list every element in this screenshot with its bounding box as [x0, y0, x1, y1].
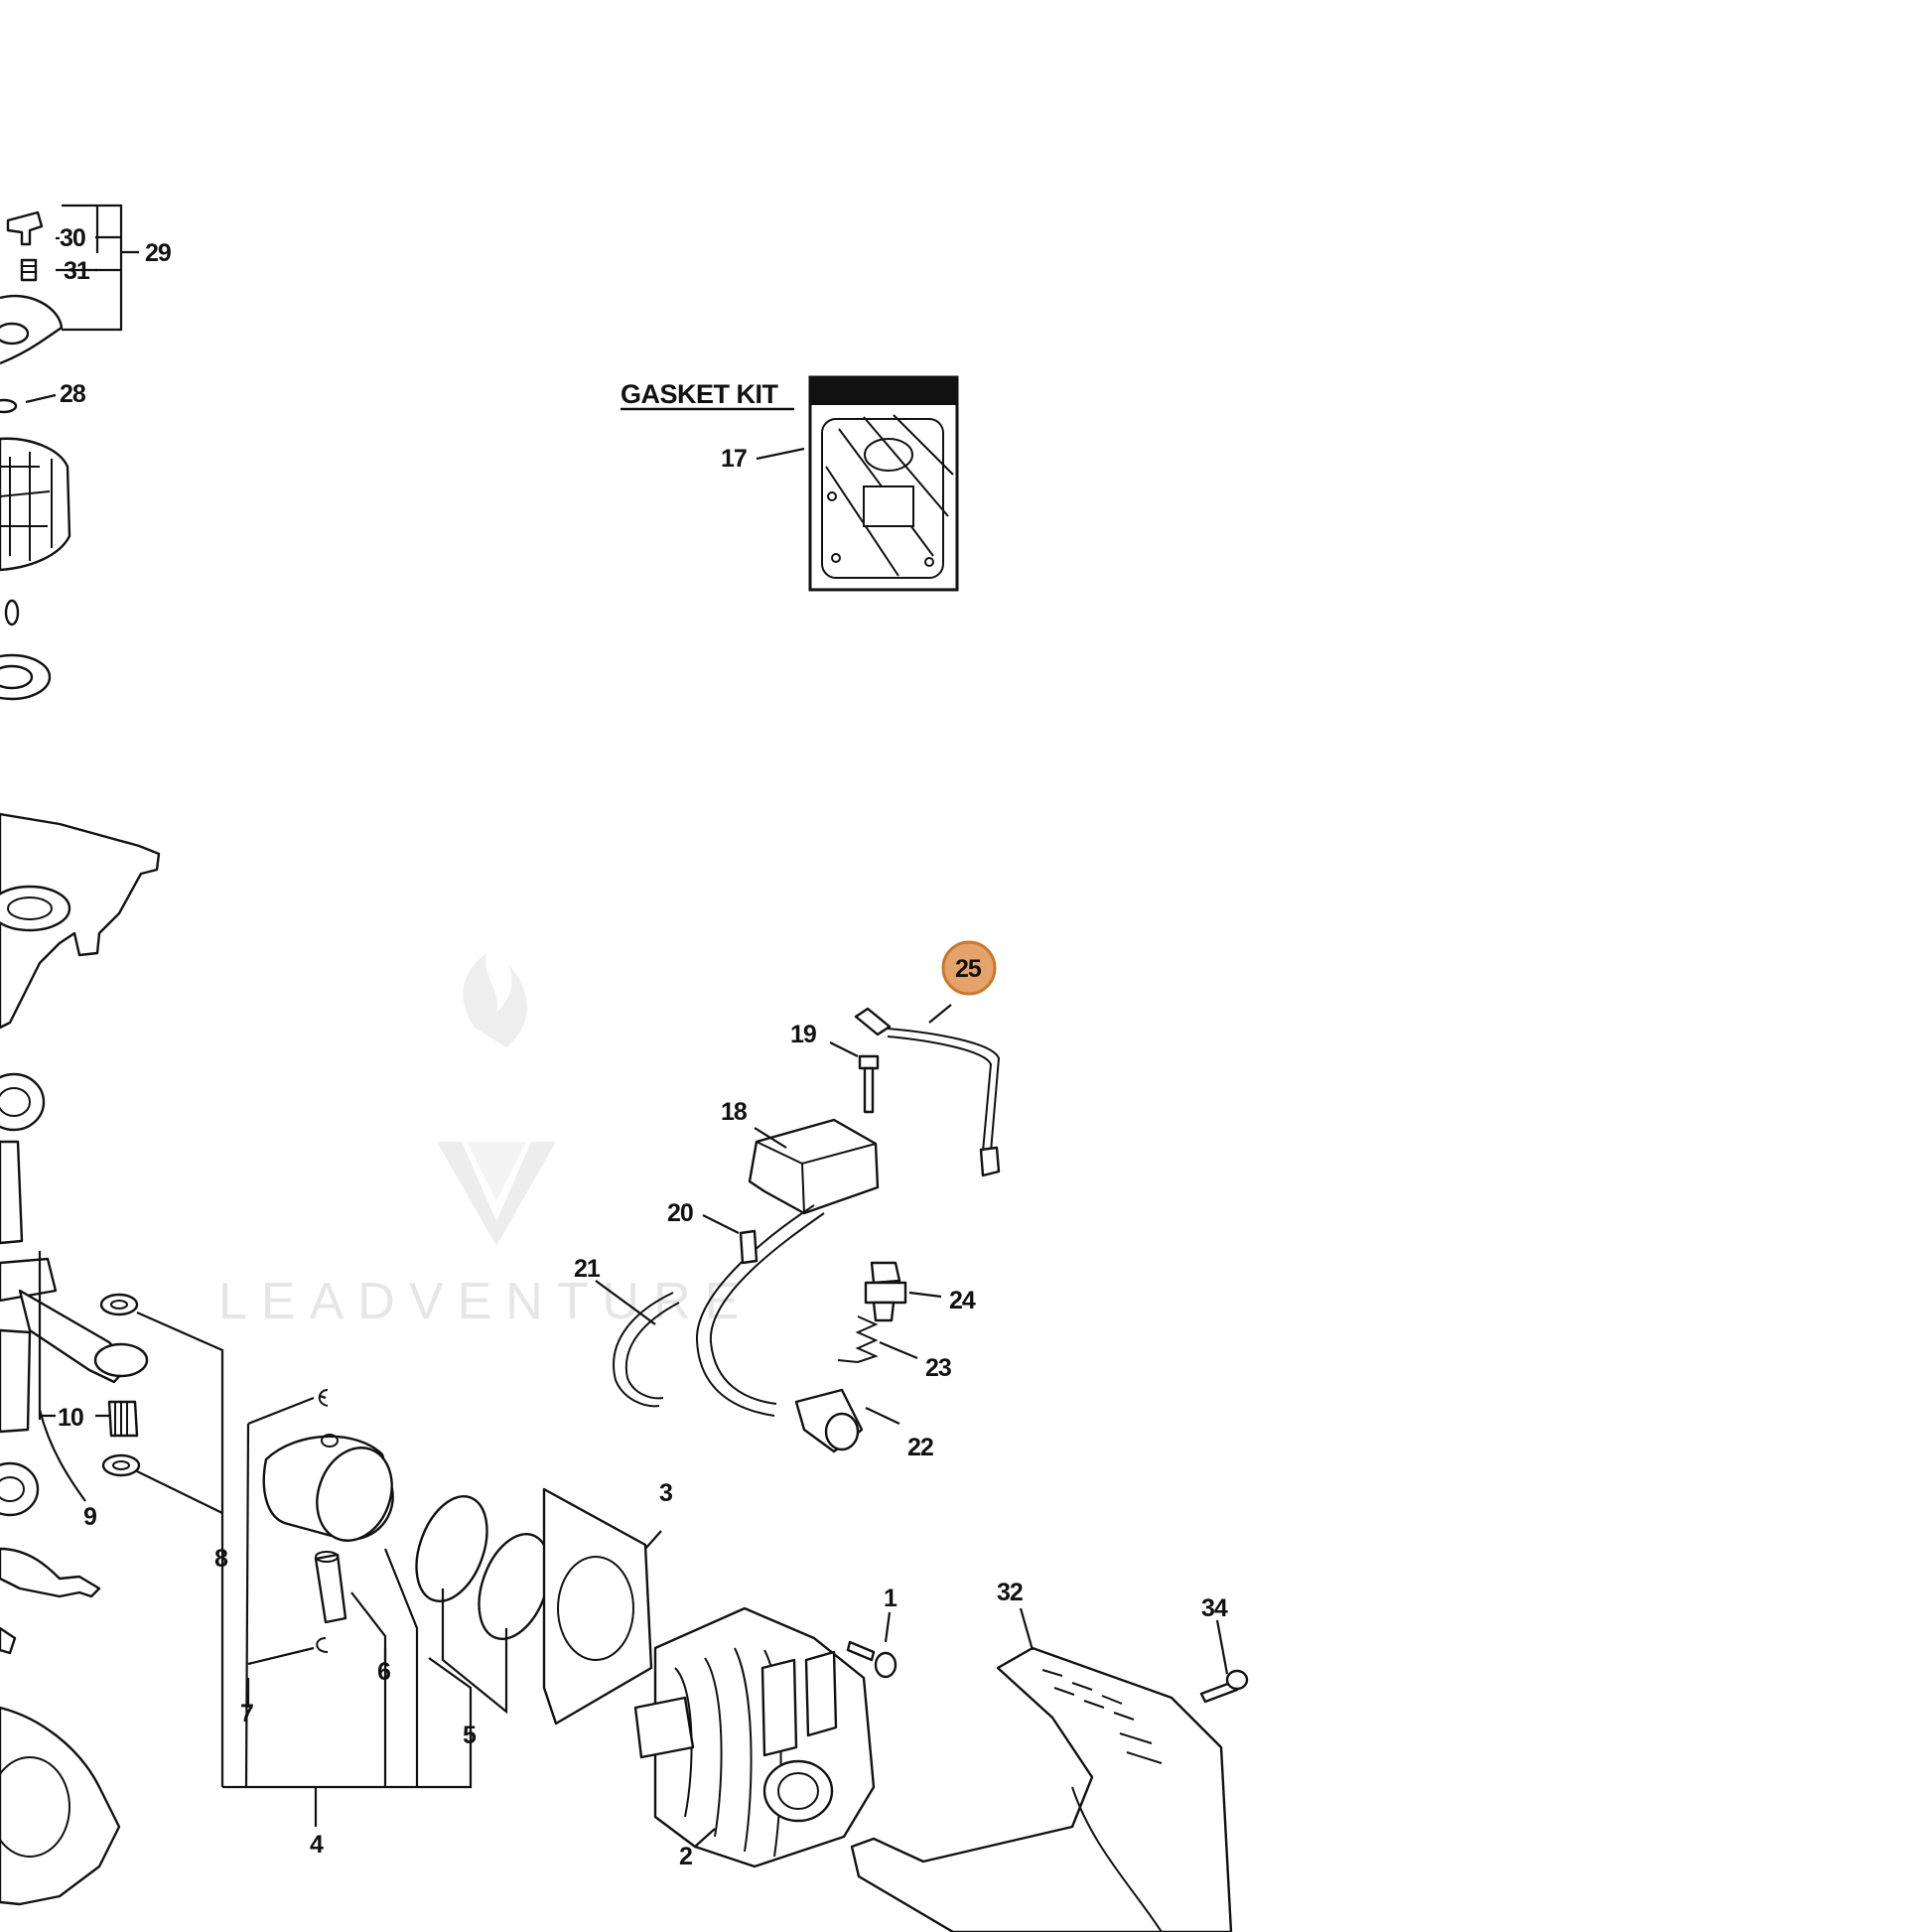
callout-24[interactable]: 24 [949, 1287, 977, 1314]
cylinder-drawing [633, 1606, 876, 1868]
callout-10[interactable]: 10 [58, 1404, 84, 1432]
callout-22[interactable]: 22 [907, 1434, 934, 1461]
spring-23-drawing [837, 1315, 879, 1363]
callout-31[interactable]: 31 [64, 257, 91, 285]
screw-1-drawing [846, 1640, 897, 1679]
cylinder-gasket-drawing [542, 1487, 653, 1725]
callout-21[interactable]: 21 [574, 1255, 602, 1283]
callout-1[interactable]: 1 [884, 1585, 898, 1612]
callout-32[interactable]: 32 [997, 1579, 1024, 1606]
callout-4[interactable]: 4 [310, 1831, 325, 1859]
callout-30[interactable]: 30 [60, 224, 86, 252]
callout-28[interactable]: 28 [60, 380, 87, 408]
clip-20-drawing [739, 1229, 759, 1265]
crankshaft-drawing [0, 1072, 149, 1517]
callout-23[interactable]: 23 [925, 1354, 952, 1382]
hose-21-drawing [613, 1292, 680, 1408]
callout-19[interactable]: 19 [790, 1021, 817, 1048]
callout-17[interactable]: 17 [721, 445, 748, 473]
callout-20[interactable]: 20 [667, 1199, 694, 1227]
crankcase-drawing [0, 812, 161, 1030]
watermark-text: LEADVENTURE [218, 1273, 753, 1330]
screw-34-drawing [1199, 1669, 1249, 1704]
highlight-marker-25[interactable] [941, 940, 997, 996]
starter-assembly-drawing [0, 210, 64, 414]
leader-lines [25, 235, 1229, 1848]
gasket-kit-illustration [821, 414, 954, 579]
callout-29[interactable]: 29 [145, 239, 172, 267]
callout-5[interactable]: 5 [463, 1722, 478, 1749]
piston-drawing [262, 1389, 551, 1653]
cap-22-drawing [794, 1388, 864, 1453]
callout-18[interactable]: 18 [721, 1098, 749, 1126]
lower-case-drawing [0, 1547, 121, 1906]
screw-19-drawing [858, 1054, 880, 1114]
gasket-kit-box [808, 375, 959, 592]
gasket-kit-label: GASKET KIT [621, 379, 779, 409]
fan-wheel-drawing [0, 437, 71, 701]
plug-24-drawing [864, 1261, 907, 1322]
callout-34[interactable]: 34 [1201, 1594, 1229, 1622]
callout-6[interactable]: 6 [377, 1658, 391, 1686]
leader-29 [62, 204, 139, 332]
callout-25[interactable]: 25 [955, 955, 983, 983]
callout-2[interactable]: 2 [679, 1843, 693, 1870]
washers-drawing [99, 1293, 141, 1477]
callout-3[interactable]: 3 [659, 1479, 673, 1507]
ignition-wire-25-drawing [854, 1007, 1001, 1177]
callout-7[interactable]: 7 [240, 1700, 254, 1727]
callout-8[interactable]: 8 [214, 1545, 229, 1573]
callout-9[interactable]: 9 [83, 1503, 97, 1531]
muffler-cover-drawing [850, 1646, 1233, 1932]
ignition-coil-drawing [695, 1118, 880, 1417]
watermark-logo [437, 953, 556, 1246]
callout-labels: 30 31 29 28 17 25 19 18 20 21 24 23 22 1… [58, 224, 1229, 1870]
